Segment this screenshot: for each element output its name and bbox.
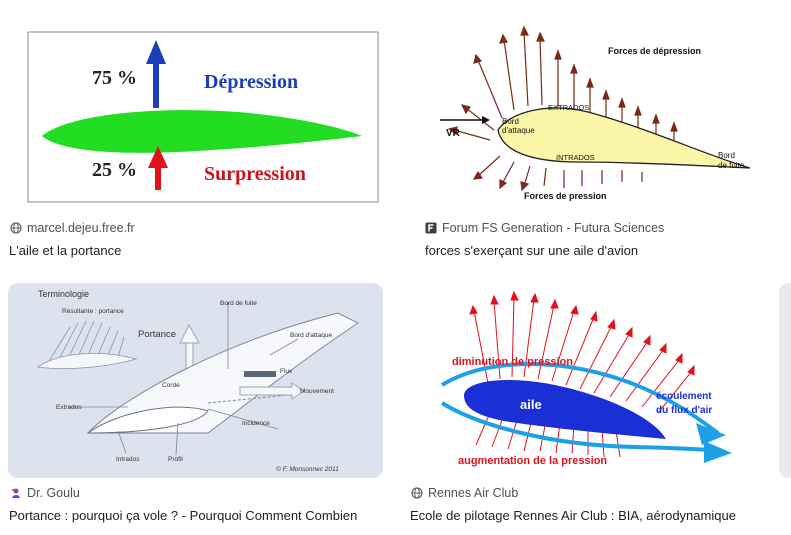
intrados-label: Intrados (116, 456, 140, 463)
globe-icon (10, 222, 22, 234)
source-name: Rennes Air Club (428, 486, 519, 500)
result-thumbnail-4[interactable]: diminution de pression aile écoulement d… (404, 283, 765, 478)
f-square-icon (425, 222, 437, 234)
pression-arrows (472, 155, 643, 192)
upper-airflow (440, 361, 720, 435)
extrados-label: EXTRADOS (548, 103, 589, 112)
pressure-increase-label: augmentation de la pression (458, 455, 607, 467)
result-source-3[interactable]: Dr. Goulu (10, 486, 80, 500)
result-caption-4[interactable]: Ecole de pilotage Rennes Air Club : BIA,… (410, 508, 736, 523)
result-thumbnail-2[interactable]: VR Forces de dépression Forces de pressi… (418, 18, 782, 213)
mouvement-label: Mouvement (300, 388, 334, 395)
leading-edge-label-2: d'attaque (502, 126, 535, 135)
bord-fuite-label: Bord de fuite (220, 300, 257, 307)
result-source-4[interactable]: Rennes Air Club (411, 486, 518, 500)
portance-label: Portance (138, 329, 176, 340)
credit-label: © F. Monsonnec 2011 (276, 465, 339, 473)
extrados-label: Extrados (56, 404, 82, 411)
velocity-label: VR (446, 128, 461, 139)
wing-pressure-image: 75 % Dépression 25 % Surpression (8, 18, 399, 213)
top-label: Dépression (204, 71, 298, 93)
source-name: Dr. Goulu (27, 486, 80, 500)
incidence-label: Incidence (242, 420, 270, 427)
globe-icon (411, 487, 423, 499)
flow-label-1: écoulement (656, 391, 712, 402)
result-thumbnail-3[interactable]: Terminologie Résultante : portance Porta… (8, 283, 383, 478)
top-forces-label: Forces de dépression (608, 46, 701, 56)
result-caption-1[interactable]: L'aile et la portance (9, 243, 122, 258)
goulu-icon (10, 487, 22, 499)
intrados-label: INTRADOS (556, 153, 595, 162)
flux-label: Flux (280, 368, 293, 375)
result-source-2[interactable]: Forum FS Generation - Futura Sciences (425, 221, 664, 235)
wing-forces-image: VR Forces de dépression Forces de pressi… (418, 18, 782, 213)
depression-arrowhead (146, 40, 166, 64)
resultante-label: Résultante : portance (62, 308, 124, 315)
flow-label-2: du flux d'air (656, 405, 712, 416)
corde-label: Corde (162, 382, 180, 389)
wing-profile (497, 107, 751, 169)
wing-shape (464, 380, 666, 439)
top-value: 75 % (92, 67, 137, 89)
result-source-1[interactable]: marcel.dejeu.free.fr (10, 221, 135, 235)
wing-airflow-image: diminution de pression aile écoulement d… (404, 283, 765, 478)
trailing-edge-label-1: Bord (718, 151, 735, 160)
bottom-value: 25 % (92, 159, 137, 181)
result-thumbnail-partial[interactable] (779, 283, 791, 478)
source-name: marcel.dejeu.free.fr (27, 221, 135, 235)
surpression-arrowhead (148, 146, 168, 168)
pressure-fan (47, 320, 125, 364)
leading-edge-label-1: Bord (502, 117, 519, 126)
depression-arrows (447, 25, 678, 142)
bottom-label: Surpression (204, 163, 306, 185)
wing-shape (42, 110, 362, 153)
wing-label: aile (520, 397, 542, 412)
wing-terminology-image: Terminologie Résultante : portance Porta… (8, 283, 383, 478)
result-thumbnail-1[interactable]: 75 % Dépression 25 % Surpression (8, 18, 399, 213)
result-caption-2[interactable]: forces s'exerçant sur une aile d'avion (425, 243, 639, 258)
terminology-title: Terminologie (38, 289, 89, 299)
pressure-decrease-label: diminution de pression (452, 356, 573, 368)
bottom-forces-label: Forces de pression (524, 191, 607, 201)
result-caption-3[interactable]: Portance : pourquoi ça vole ? - Pourquoi… (9, 508, 358, 523)
trailing-edge-label-2: de fuite (718, 161, 745, 170)
profil-label: Profil (168, 456, 183, 463)
source-name: Forum FS Generation - Futura Sciences (442, 221, 665, 235)
bord-attaque-label: Bord d'attaque (290, 332, 332, 339)
lower-airflow (440, 401, 719, 453)
